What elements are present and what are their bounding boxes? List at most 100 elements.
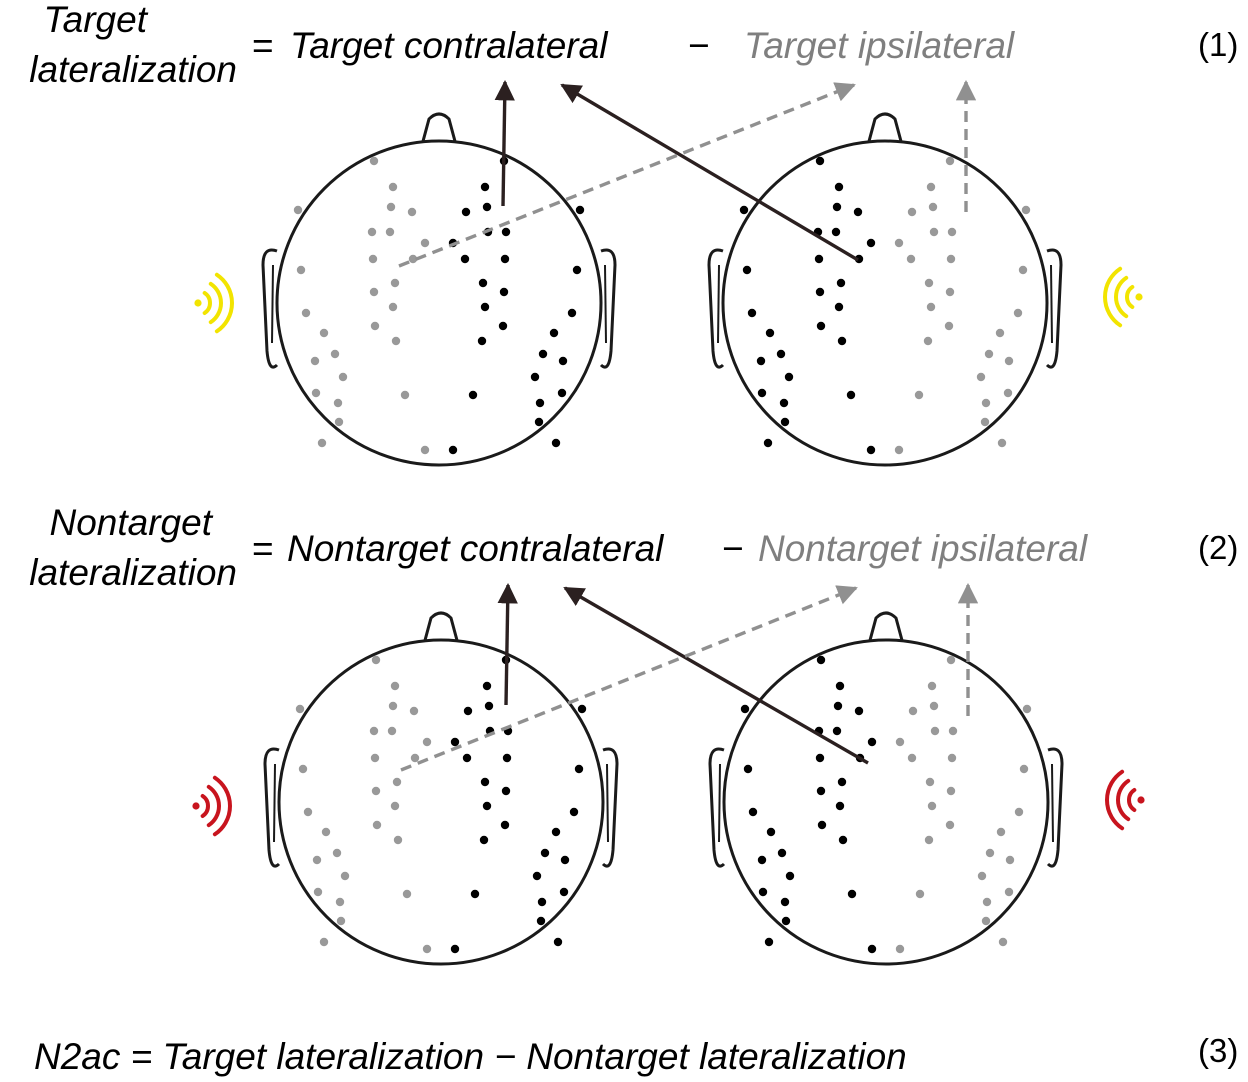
electrode-contralateral — [484, 701, 494, 711]
electrode-ipsilateral — [400, 390, 410, 400]
eq1-minus: − — [688, 25, 710, 66]
electrode-ipsilateral — [907, 207, 917, 217]
electrode-ipsilateral — [894, 445, 904, 455]
electrode-contralateral — [572, 265, 582, 275]
electrode-contralateral — [499, 287, 509, 297]
electrode-contralateral — [500, 820, 510, 830]
electrode-ipsilateral — [1018, 265, 1028, 275]
electrode-contralateral — [460, 254, 470, 264]
electrode-ipsilateral — [1022, 704, 1032, 714]
electrode-contralateral — [536, 916, 546, 926]
electrode-contralateral — [784, 372, 794, 382]
electrode-contralateral — [816, 786, 826, 796]
nontarget-contra-arrow-right — [563, 586, 869, 765]
electrode-ipsilateral — [926, 302, 936, 312]
electrode-ipsilateral — [927, 681, 937, 691]
left-ear-icon — [263, 747, 281, 868]
electrode-contralateral — [450, 944, 460, 954]
electrode-ipsilateral — [301, 308, 311, 318]
electrode-contralateral — [498, 321, 508, 331]
electrode-contralateral — [777, 848, 787, 858]
electrode-ipsilateral — [333, 398, 343, 408]
scalp-outline-icon — [721, 139, 1049, 467]
electrode-contralateral — [816, 321, 826, 331]
electrode-contralateral — [482, 681, 492, 691]
electrode-ipsilateral — [995, 328, 1005, 338]
electrode-contralateral — [815, 287, 825, 297]
nontarget-ipsi-arrow-left — [400, 585, 858, 772]
sound-wave-icon — [194, 272, 234, 334]
electrode-ipsilateral — [895, 944, 905, 954]
electrode-ipsilateral — [312, 855, 322, 865]
left-ear-icon — [707, 248, 725, 369]
electrode-contralateral — [747, 308, 757, 318]
electrode-contralateral — [833, 701, 843, 711]
equation-2: Nontarget lateralization = Nontarget con… — [29, 502, 1238, 593]
electrode-ipsilateral — [948, 726, 958, 736]
electrode-contralateral — [740, 704, 750, 714]
electrode-contralateral — [558, 356, 568, 366]
right-ear-icon — [1045, 248, 1063, 369]
electrode-ipsilateral — [390, 801, 400, 811]
electrode-contralateral — [574, 764, 584, 774]
electrode-contralateral — [834, 182, 844, 192]
electrode-contralateral — [837, 777, 847, 787]
electrode-ipsilateral — [944, 321, 954, 331]
electrode-ipsilateral — [391, 336, 401, 346]
electrode-ipsilateral — [981, 916, 991, 926]
sound-wave-icon — [192, 775, 232, 837]
electrode-ipsilateral — [372, 820, 382, 830]
electrode-contralateral — [480, 182, 490, 192]
scalp-outline-icon — [275, 139, 603, 467]
electrode-contralateral — [817, 820, 827, 830]
electrode-ipsilateral — [946, 786, 956, 796]
electrode-ipsilateral — [947, 753, 957, 763]
electrode-contralateral — [500, 254, 510, 264]
eq2-contra: Nontarget contralateral — [287, 528, 665, 569]
electrode-ipsilateral — [894, 238, 904, 248]
electrode-ipsilateral — [336, 916, 346, 926]
electrode-contralateral — [462, 753, 472, 763]
electrode-contralateral — [866, 238, 876, 248]
electrode-ipsilateral — [334, 417, 344, 427]
target-contra-arrow-left — [494, 79, 515, 207]
eq3-text: N2ac = Target lateralization − Nontarget… — [34, 1036, 907, 1077]
electrode-contralateral — [478, 278, 488, 288]
electrode-ipsilateral — [295, 704, 305, 714]
electrode-contralateral — [838, 835, 848, 845]
electrode-contralateral — [534, 417, 544, 427]
electrode-ipsilateral — [392, 777, 402, 787]
electrode-ipsilateral — [393, 835, 403, 845]
electrode-ipsilateral — [925, 777, 935, 787]
electrode-contralateral — [468, 390, 478, 400]
electrode-ipsilateral — [996, 827, 1006, 837]
electrode-ipsilateral — [945, 156, 955, 166]
electrode-ipsilateral — [332, 848, 342, 858]
electrode-ipsilateral — [420, 238, 430, 248]
electrode-contralateral — [764, 937, 774, 947]
electrode-ipsilateral — [340, 871, 350, 881]
electrode-contralateral — [560, 855, 570, 865]
electrode-contralateral — [781, 916, 791, 926]
electrode-contralateral — [463, 706, 473, 716]
electrode-contralateral — [480, 777, 490, 787]
electrode-contralateral — [867, 944, 877, 954]
electrode-contralateral — [501, 786, 511, 796]
electrode-ipsilateral — [895, 737, 905, 747]
nose-icon — [866, 112, 904, 146]
electrode-ipsilateral — [998, 937, 1008, 947]
nose-icon — [422, 611, 460, 645]
electrode-contralateral — [480, 302, 490, 312]
electrode-ipsilateral — [945, 287, 955, 297]
electrode-ipsilateral — [929, 701, 939, 711]
eq2-ipsi: Nontarget ipsilateral — [758, 528, 1089, 569]
head-target-left — [261, 112, 617, 467]
electrode-ipsilateral — [370, 321, 380, 331]
electrode-contralateral — [477, 336, 487, 346]
electrode-ipsilateral — [1021, 205, 1031, 215]
eq1-equals: = — [252, 25, 274, 66]
electrode-ipsilateral — [927, 801, 937, 811]
eq1-contra: Target contralateral — [290, 25, 609, 66]
electrode-contralateral — [450, 737, 460, 747]
arrows-layer — [398, 79, 979, 772]
